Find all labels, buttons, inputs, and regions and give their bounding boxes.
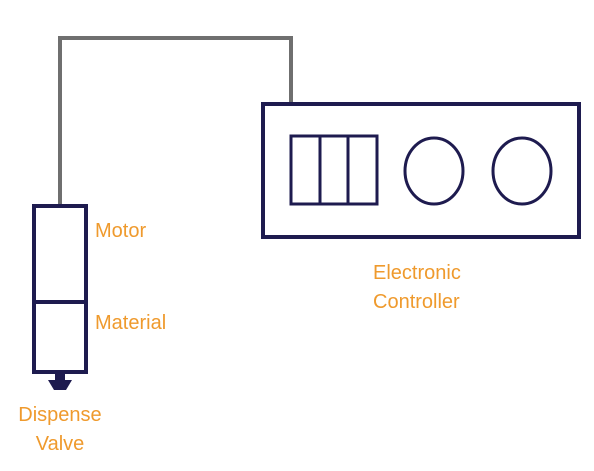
- dispense-valve-label-line2: Valve: [35, 433, 85, 455]
- dispense-valve-label: Dispense Valve: [0, 401, 120, 459]
- controller-label-line1: Electronic: [373, 262, 461, 284]
- controller-label-line2: Controller: [373, 291, 460, 313]
- switch-bank-frame: [289, 134, 379, 206]
- valve-stem: [55, 374, 65, 380]
- dispenser-unit: [32, 204, 88, 390]
- controller-label: Electronic Controller: [373, 259, 523, 317]
- material-section: [32, 300, 88, 374]
- connection-cable: [58, 36, 293, 206]
- dispense-valve-icon: [48, 374, 72, 390]
- controller-housing: [261, 102, 581, 239]
- valve-nozzle: [48, 380, 72, 390]
- material-label: Material: [95, 312, 167, 334]
- knob-right: [491, 136, 553, 206]
- electronic-controller: [261, 102, 581, 239]
- motor-label: Motor: [95, 220, 147, 242]
- switch-bank: [289, 134, 379, 206]
- motor-section: [32, 204, 88, 304]
- knob-left: [403, 136, 465, 206]
- dispense-valve-label-line1: Dispense: [18, 404, 102, 426]
